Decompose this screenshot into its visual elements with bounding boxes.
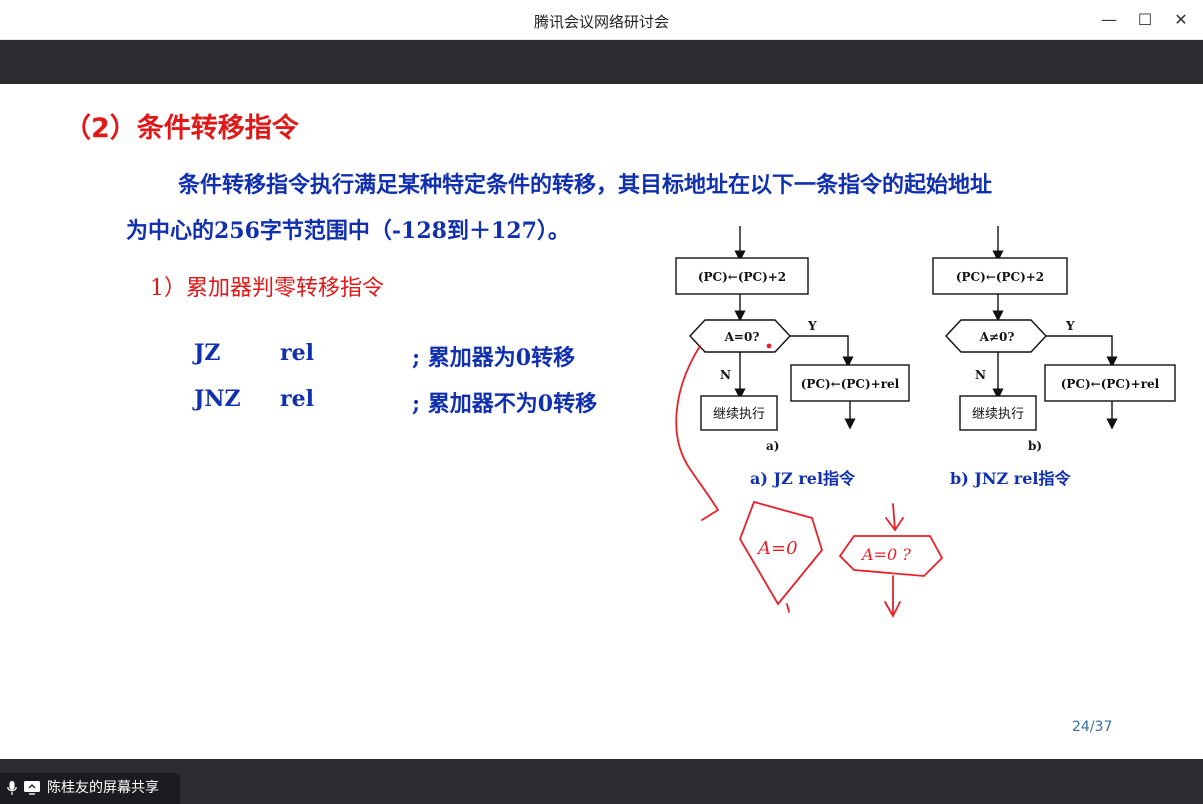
- slide-heading: （2）条件转移指令: [64, 113, 299, 144]
- close-button[interactable]: ✕: [1174, 10, 1188, 29]
- flowchart-b-sublabel: b): [1028, 439, 1042, 453]
- microphone-icon: [7, 781, 17, 795]
- title-bar: 腾讯会议网络研讨会 — ☐ ✕: [0, 0, 1203, 40]
- flowchart-a-caption: a) JZ rel指令: [750, 469, 856, 488]
- paragraph-line-2: 为中心的256字节范围中（-128到＋127）。: [126, 218, 570, 244]
- flowchart-a-decision: A=0?: [724, 330, 760, 344]
- screen-share-icon: [24, 781, 40, 795]
- window-title: 腾讯会议网络研讨会: [533, 13, 669, 31]
- shared-slide: （2）条件转移指令 条件转移指令执行满足某种特定条件的转移，其目标地址在以下一条…: [0, 84, 1203, 759]
- slide-subheading: 1）累加器判零转移指令: [150, 276, 384, 301]
- flowchart-a-no: N: [720, 368, 731, 382]
- flowchart-a-branch-box: (PC)←(PC)+rel: [801, 377, 900, 391]
- flowchart-b-box1: (PC)←(PC)+2: [956, 270, 1044, 284]
- flowchart-a-continue-box: 继续执行: [713, 407, 765, 422]
- minimize-button[interactable]: —: [1101, 10, 1117, 29]
- instruction-arg: rel: [280, 386, 314, 412]
- paragraph-line-1: 条件转移指令执行满足某种特定条件的转移，其目标地址在以下一条指令的起始地址: [178, 172, 993, 198]
- handwritten-note-1: A=0: [756, 538, 798, 559]
- screen-share-indicator[interactable]: 陈桂友的屏幕共享: [0, 773, 180, 804]
- flowchart-a-box1: (PC)←(PC)+2: [698, 270, 786, 284]
- slide-paragraph: 条件转移指令执行满足某种特定条件的转移，其目标地址在以下一条指令的起始地址 为中…: [126, 162, 1136, 254]
- flowchart-b-continue-box: 继续执行: [972, 407, 1024, 422]
- flowchart-b-branch-box: (PC)←(PC)+rel: [1061, 377, 1160, 391]
- flowchart-diagram: (PC)←(PC)+2 A=0? Y N (PC)←(PC)+rel 继续执行 …: [675, 226, 1176, 618]
- flowchart-b: [932, 226, 1176, 431]
- meeting-bottom-bar: 陈桂友的屏幕共享: [0, 759, 1203, 804]
- flowchart-b-yes: Y: [1065, 319, 1075, 333]
- handwritten-note-2: A=0 ?: [860, 545, 911, 564]
- screen-share-label: 陈桂友的屏幕共享: [47, 780, 159, 796]
- flowchart-b-no: N: [975, 368, 986, 382]
- maximize-button[interactable]: ☐: [1137, 10, 1153, 29]
- handwritten-annotations: [675, 343, 944, 618]
- page-number: 24/37: [1072, 719, 1113, 735]
- instruction-op: JZ: [194, 340, 221, 366]
- flowchart-b-decision: A≠0?: [979, 330, 1015, 344]
- instruction-comment: ; 累加器为0转移: [412, 345, 576, 371]
- flowchart-a: [675, 226, 910, 431]
- flowchart-a-yes: Y: [807, 319, 817, 333]
- flowchart-b-caption: b) JNZ rel指令: [950, 469, 1071, 488]
- instruction-comment: ; 累加器不为0转移: [412, 391, 598, 417]
- instruction-arg: rel: [280, 340, 314, 366]
- meeting-toolbar: [0, 40, 1203, 84]
- flowchart-a-sublabel: a): [766, 439, 779, 453]
- instruction-op: JNZ: [194, 386, 241, 412]
